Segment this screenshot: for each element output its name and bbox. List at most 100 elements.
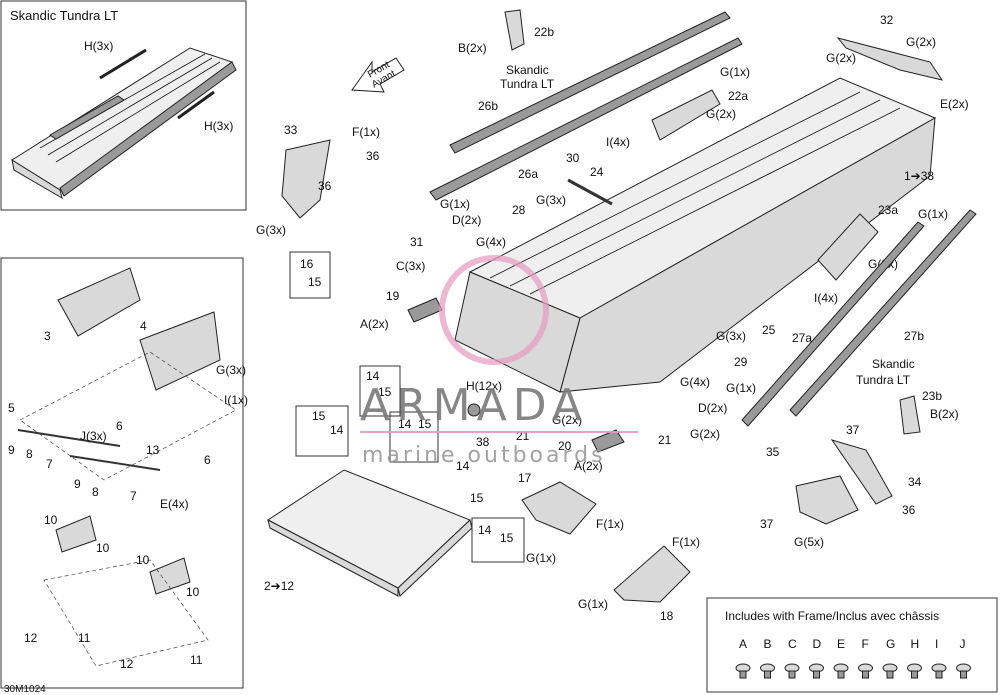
label-13: 13 bbox=[146, 443, 160, 457]
watermark-brand: ARMADA bbox=[360, 380, 588, 431]
label-18: 18 bbox=[660, 609, 674, 623]
label-9-a: 9 bbox=[8, 443, 15, 457]
legend-letter-d: D bbox=[813, 637, 822, 651]
label-15-a: 15 bbox=[378, 385, 392, 399]
fastener-c-shank bbox=[788, 670, 796, 679]
label-28: 28 bbox=[512, 203, 526, 217]
bracket-10-a bbox=[55, 515, 97, 553]
lower-frame bbox=[267, 469, 473, 597]
label-e4x: E(4x) bbox=[160, 497, 189, 511]
label-15-d: 15 bbox=[470, 491, 484, 505]
label-19: 19 bbox=[386, 289, 400, 303]
inset-title: Skandic Tundra LT bbox=[10, 8, 118, 23]
label-27a: 27a bbox=[792, 331, 812, 345]
label-22a: 22a bbox=[728, 89, 748, 103]
bracket-3 bbox=[57, 267, 141, 337]
inset-panel: Skandic Tundra LT H(3x) H(3x) bbox=[0, 0, 247, 211]
inset-side-rail bbox=[59, 61, 237, 197]
bracket-22b bbox=[504, 9, 525, 51]
hardware-legend: Includes with Frame/Inclus avec châssis … bbox=[706, 597, 998, 693]
label-5: 5 bbox=[8, 401, 15, 415]
bracket-19 bbox=[407, 297, 443, 323]
skid-plate-17 bbox=[521, 481, 597, 535]
bracket-23b bbox=[899, 395, 921, 435]
label-20: 20 bbox=[558, 439, 572, 453]
label-37-b: 37 bbox=[760, 517, 774, 531]
left-detail-panel: 3 4 G(3x) I(1x) 5 J(3x) 6 6 9 8 7 13 9 8… bbox=[0, 257, 248, 689]
legend-letter-a: A bbox=[739, 637, 747, 651]
label-34: 34 bbox=[908, 475, 922, 489]
label-30: 30 bbox=[566, 151, 580, 165]
label-g2x-c: G(2x) bbox=[706, 107, 736, 121]
label-9-b: 9 bbox=[74, 477, 81, 491]
label-1-38: 1➔38 bbox=[904, 169, 934, 183]
legend-letter-i: I bbox=[935, 637, 938, 651]
label-h12x: H(12x) bbox=[466, 379, 502, 393]
legend-letter-c: C bbox=[788, 637, 797, 651]
label-4: 4 bbox=[140, 319, 147, 333]
armada-watermark: ARMADA marine outboards bbox=[360, 255, 638, 468]
rail-27a bbox=[741, 221, 925, 427]
label-e2x: E(2x) bbox=[940, 97, 969, 111]
inset-h3x-top: H(3x) bbox=[84, 39, 113, 53]
label-g4x: G(4x) bbox=[476, 235, 506, 249]
inset-h3x-bottom: H(3x) bbox=[204, 119, 233, 133]
label-d2x-b: D(2x) bbox=[698, 401, 727, 415]
bracket-34 bbox=[795, 439, 893, 525]
label-11-a: 11 bbox=[78, 631, 91, 645]
fastener-h-shank bbox=[911, 670, 918, 679]
label-17: 17 bbox=[518, 471, 532, 485]
label-b2x-b: B(2x) bbox=[930, 407, 959, 421]
label-31: 31 bbox=[410, 235, 424, 249]
label-15-b: 15 bbox=[312, 409, 326, 423]
label-14-a: 14 bbox=[366, 369, 380, 383]
label-g3x: G(3x) bbox=[256, 223, 286, 237]
rail-26a bbox=[429, 37, 743, 201]
label-tundra: Tundra LT bbox=[500, 77, 555, 91]
label-14-e: 14 bbox=[478, 523, 492, 537]
label-29: 29 bbox=[734, 355, 748, 369]
rails-dashed-outline bbox=[43, 559, 209, 667]
label-10-b: 10 bbox=[96, 541, 110, 555]
legend-letter-h: H bbox=[911, 637, 920, 651]
label-g1x-f: G(1x) bbox=[578, 597, 608, 611]
fastener-j-shank bbox=[960, 670, 967, 679]
label-6-a: 6 bbox=[116, 419, 123, 433]
callout-14-15-c: 14 15 bbox=[389, 411, 439, 463]
strip-5 bbox=[17, 429, 121, 447]
label-22b: 22b bbox=[534, 25, 554, 39]
label-c3x: C(3x) bbox=[396, 259, 425, 273]
bracket-32 bbox=[836, 37, 944, 81]
label-g1x-a: G(1x) bbox=[720, 65, 750, 79]
bracket-33 bbox=[281, 139, 331, 219]
drawing-code: 30M1024 bbox=[4, 684, 46, 695]
label-g5x: G(5x) bbox=[794, 535, 824, 549]
label-g1x-e: G(1x) bbox=[526, 551, 556, 565]
label-10-c: 10 bbox=[136, 553, 150, 567]
grommet-38 bbox=[467, 403, 481, 417]
label-8-b: 8 bbox=[92, 485, 99, 499]
fastener-b-shank bbox=[764, 670, 771, 679]
rail-26b bbox=[449, 11, 731, 154]
label-14-d: 14 bbox=[456, 459, 470, 473]
rail-27b bbox=[789, 209, 977, 417]
callout-14-15-b: 15 14 bbox=[295, 405, 349, 457]
watermark-emblem bbox=[439, 255, 549, 365]
label-8-a: 8 bbox=[26, 447, 33, 461]
label-14-b: 14 bbox=[330, 423, 344, 437]
label-35: 35 bbox=[766, 445, 780, 459]
label-i1x: I(1x) bbox=[224, 393, 248, 407]
skid-plate-18 bbox=[613, 545, 691, 603]
legend-letter-j: J bbox=[960, 637, 966, 651]
label-36-c: 36 bbox=[902, 503, 916, 517]
label-i4x-a: I(4x) bbox=[606, 135, 630, 149]
label-g4x-b: G(4x) bbox=[680, 375, 710, 389]
rod-30 bbox=[567, 178, 613, 206]
bracket-20 bbox=[591, 429, 625, 453]
legend-letter-b: B bbox=[764, 637, 772, 651]
label-36-b: 36 bbox=[318, 179, 332, 193]
callout-14-15-e: 14 15 bbox=[471, 517, 525, 563]
legend-letter-e: E bbox=[837, 637, 845, 651]
